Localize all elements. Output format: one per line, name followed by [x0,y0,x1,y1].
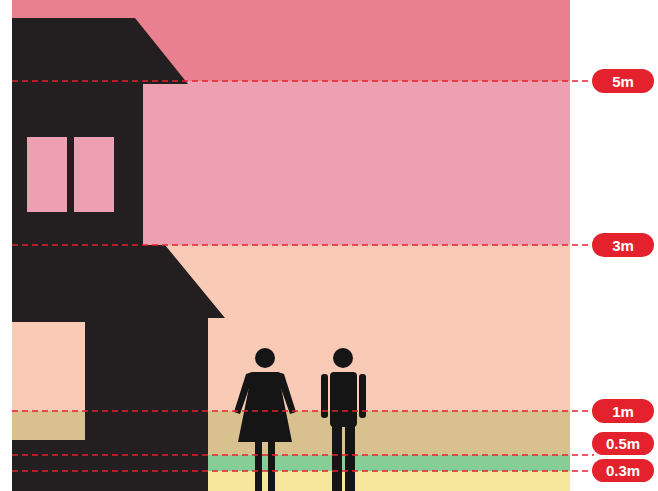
depth-value: 0.3m [606,463,640,478]
depth-value: 3m [612,238,634,253]
man-figure [321,348,366,491]
house-silhouette [12,18,225,491]
woman-figure [234,348,296,491]
depth-label: 3m [592,233,654,257]
depth-label: 5m [592,69,654,93]
depth-label: 0.5m [592,432,654,455]
depth-value: 0.5m [606,436,640,451]
depth-label: 0.3m [592,459,654,482]
depth-value: 5m [612,74,634,89]
house-window [12,322,85,411]
house-window [12,411,85,440]
house-window [27,137,67,212]
depth-line [12,81,594,471]
depth-value: 1m [612,404,634,419]
house-window [74,137,114,212]
depth-label: 1m [592,399,654,423]
